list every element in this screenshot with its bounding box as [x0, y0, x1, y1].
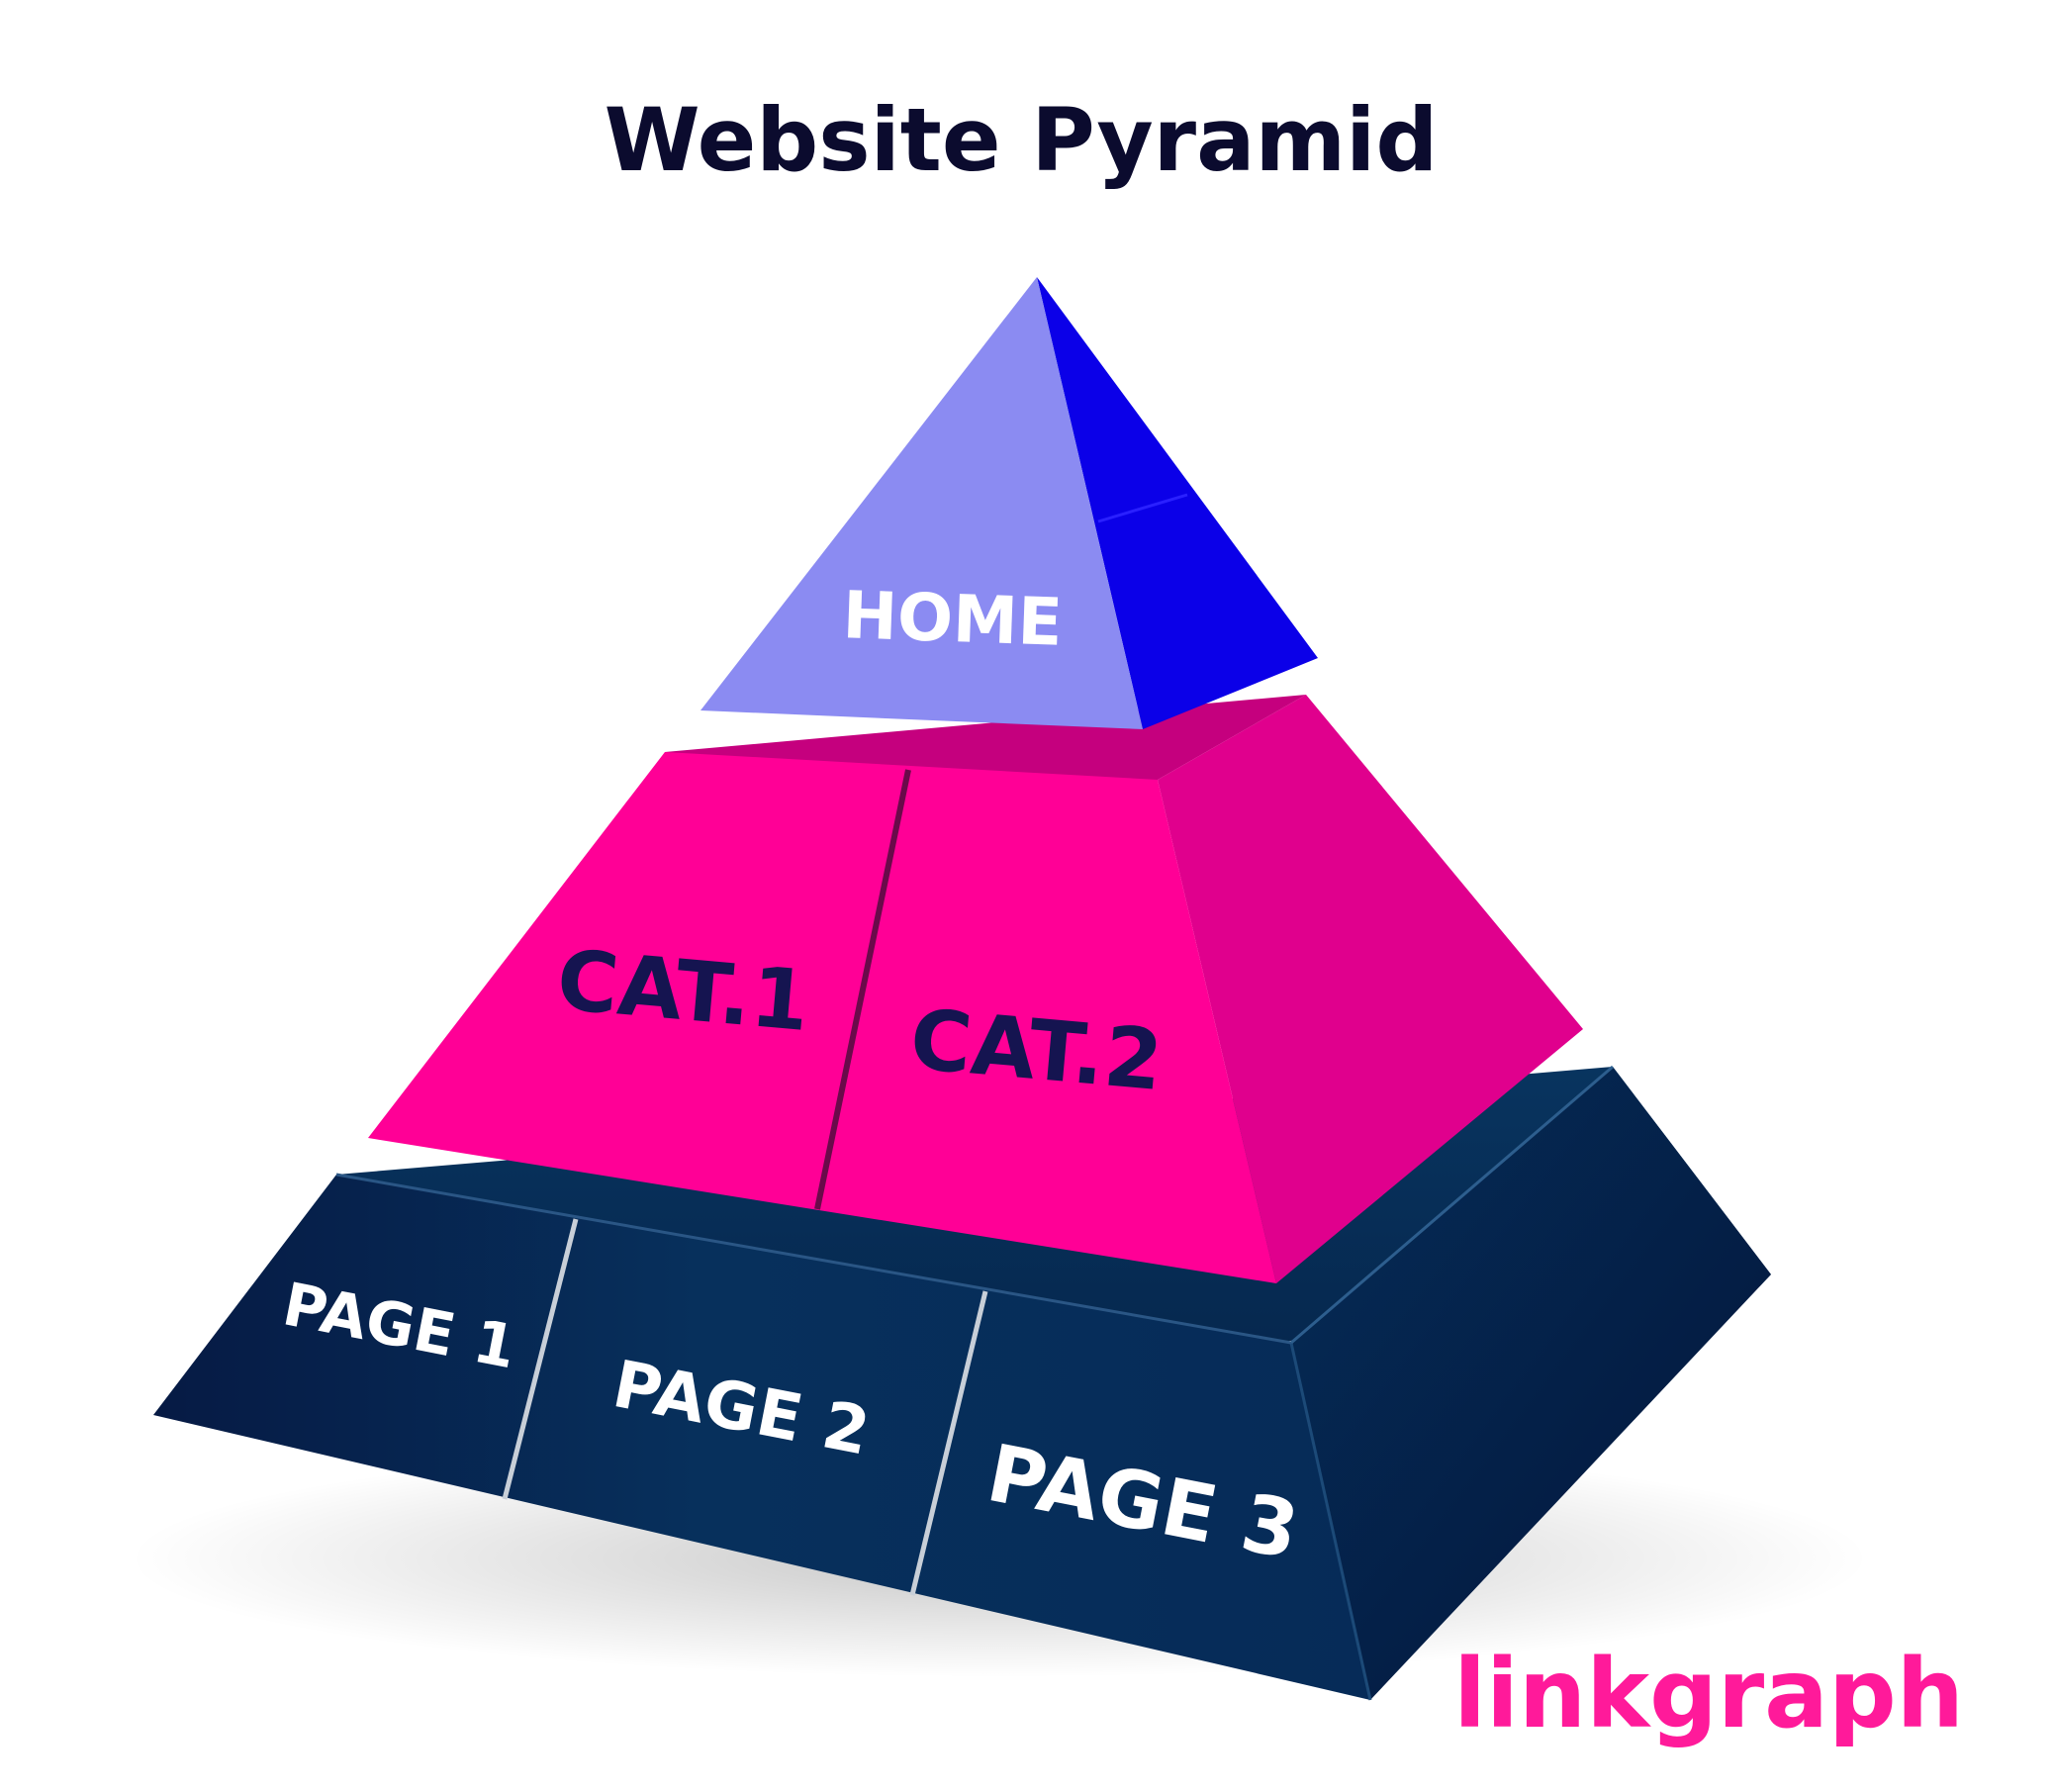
bottom-tier-front-face [153, 1175, 1370, 1700]
bottom-tier-front-top-edge [335, 1173, 1292, 1345]
top-tier-front-face [700, 277, 1143, 729]
top-tier-side-crease [1097, 493, 1188, 523]
home-label: HOME [841, 577, 1064, 661]
top-tier-side-face [1037, 277, 1318, 729]
middle-tier-front-face [368, 752, 1276, 1283]
bottom-tier-edge-line [1289, 1342, 1372, 1701]
cat-2-label: CAT.2 [906, 990, 1167, 1109]
bottom-tier-top-edge-line [1290, 1065, 1614, 1345]
bottom-tier-side-face [1291, 1067, 1771, 1700]
middle-tier: CAT.1 CAT.2 [368, 695, 1583, 1283]
category-divider [814, 769, 911, 1210]
page-title: Website Pyramid [605, 89, 1439, 191]
middle-tier-side-face [1158, 695, 1583, 1283]
page-divider-2 [909, 1290, 988, 1596]
page-divider-1 [502, 1218, 579, 1500]
logo-wordmark: linkgraph [1453, 1639, 1964, 1749]
cat-1-label: CAT.1 [553, 931, 813, 1050]
linkgraph-logo: linkgraph [1453, 1639, 1964, 1749]
top-tier: HOME [700, 277, 1318, 729]
